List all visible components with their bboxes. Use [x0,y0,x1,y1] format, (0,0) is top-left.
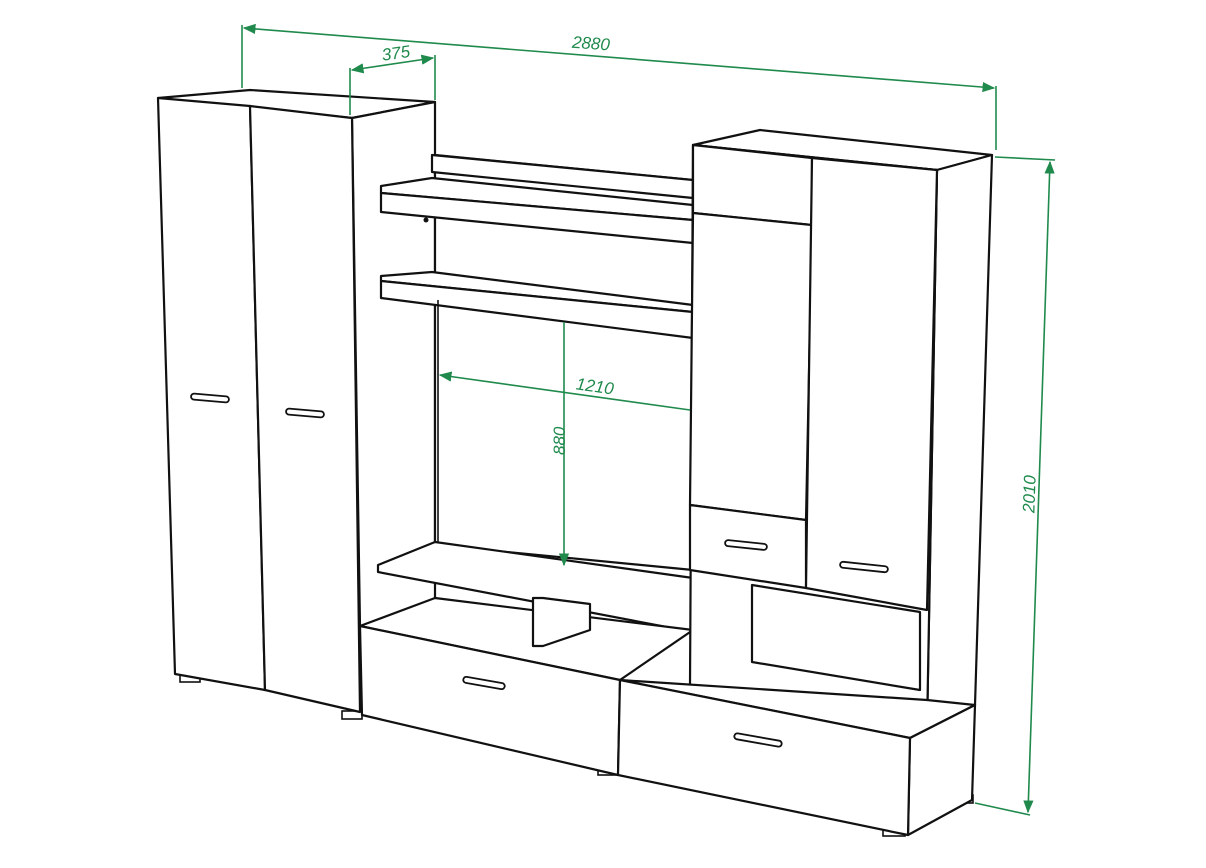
handle [285,407,325,419]
glass-panel [688,211,814,522]
bottom-drawer-right [616,678,912,837]
depth-label: 375 [381,42,412,65]
dimension-lines [241,23,1056,816]
niche-height-label: 880 [550,426,569,455]
left-door-2 [248,104,362,714]
top-door [691,143,814,227]
handle [190,392,230,404]
right-door [804,156,939,612]
total-width-label: 2880 [570,33,611,55]
total-height-label: 2010 [1019,474,1039,514]
left-door-1 [156,96,267,692]
base-cabinet [358,624,977,837]
divider [531,596,592,648]
handle [462,675,506,691]
handle [839,560,889,574]
open-niche [750,583,922,692]
right-cabinet [688,128,994,732]
handle [724,539,768,551]
handle [733,732,783,748]
